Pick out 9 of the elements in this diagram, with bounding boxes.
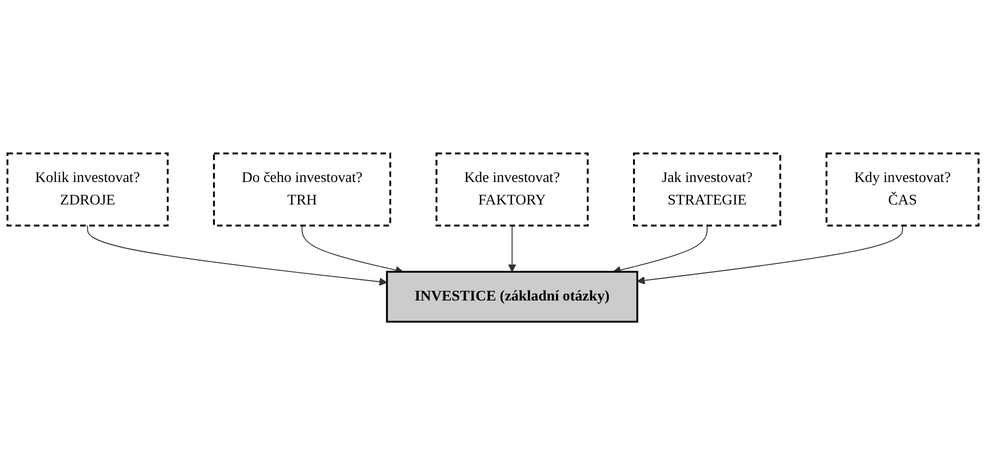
arrow (508, 225, 516, 272)
node-box: Kdy investovat? ČAS (826, 152, 980, 226)
node-box: Kolik investovat? ZDROJE (6, 152, 169, 226)
arrow (636, 225, 903, 284)
arrow (87, 225, 388, 286)
node-box: Do čeho investovat? TRH (213, 152, 392, 226)
node-box: Jak investovat? STRATEGIE (633, 152, 782, 226)
node-box: Kde investovat? FAKTORY (436, 152, 589, 226)
node-box: INVESTICE (základní otázky) (386, 270, 638, 323)
